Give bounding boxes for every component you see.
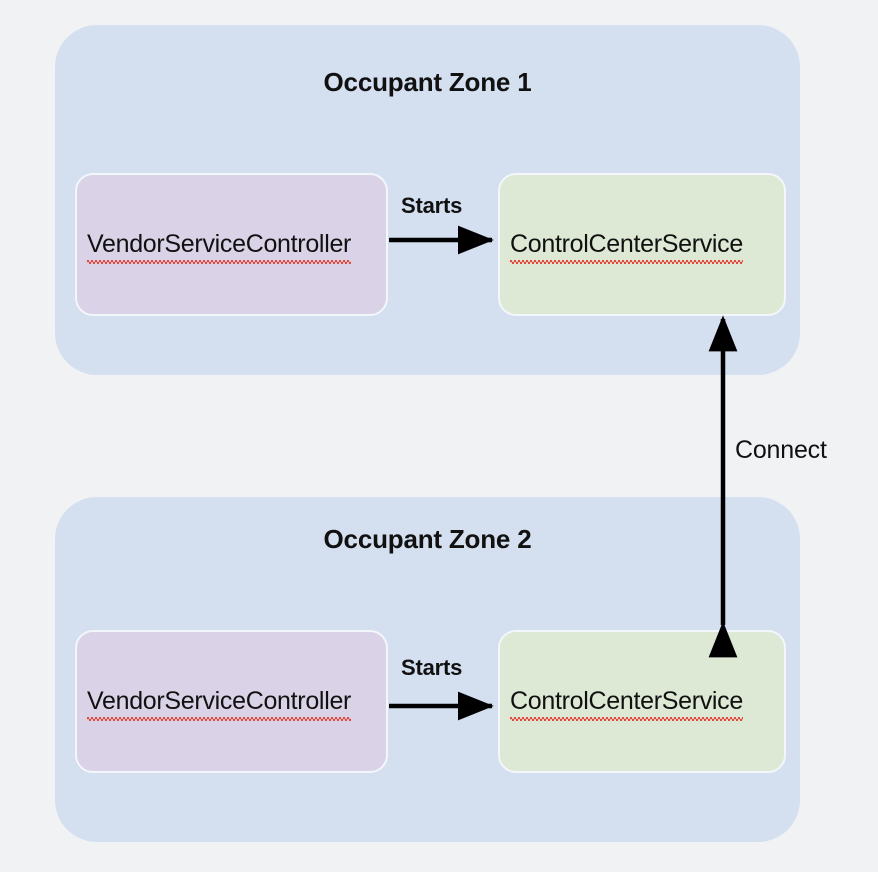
zone-container-1[interactable]: Occupant Zone 1 VendorServiceController … <box>55 25 800 375</box>
node-label-vendor-service-controller-1: VendorServiceController <box>77 230 351 264</box>
node-vendor-service-controller-1[interactable]: VendorServiceController <box>75 173 388 316</box>
edge-label-connect: Connect <box>735 436 827 464</box>
edge-label-starts-2: Starts <box>401 655 463 680</box>
zone-title-2: Occupant Zone 2 <box>323 524 532 554</box>
node-label-vendor-service-controller-2: VendorServiceController <box>77 687 351 721</box>
node-control-center-service-2[interactable]: ControlCenterService <box>498 630 786 773</box>
node-vendor-service-controller-2[interactable]: VendorServiceController <box>75 630 388 773</box>
edge-label-starts-1: Starts <box>401 193 463 218</box>
zone-container-2[interactable]: Occupant Zone 2 VendorServiceController … <box>55 497 800 842</box>
node-label-control-center-service-2: ControlCenterService <box>500 687 743 721</box>
node-control-center-service-1[interactable]: ControlCenterService <box>498 173 786 316</box>
zone-title-1: Occupant Zone 1 <box>323 67 532 97</box>
node-label-control-center-service-1: ControlCenterService <box>500 230 743 264</box>
